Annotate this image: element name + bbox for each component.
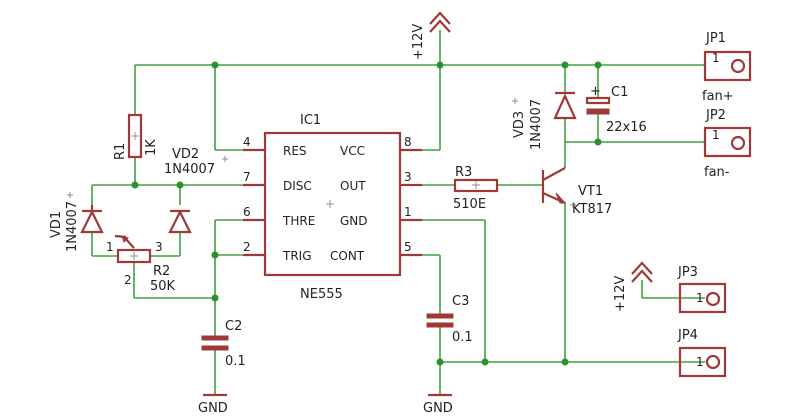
- vd3-value: 1N4007: [529, 99, 544, 150]
- ic1-cont-label: CONT: [330, 249, 365, 263]
- c1-value: 22x16: [606, 120, 647, 135]
- ground-left-label: GND: [198, 401, 228, 416]
- c3-name: C3: [452, 294, 469, 309]
- ic1-pin2-num: 2: [243, 240, 251, 254]
- ic1-pin3-num: 3: [404, 170, 412, 184]
- capacitor-c3: C3 0.1: [426, 294, 473, 345]
- capacitor-c2: C2 0.1: [201, 319, 246, 369]
- jp1-pin: 1: [712, 51, 720, 65]
- diode-vd1: VD1 1N4007: [49, 192, 104, 252]
- ground-left: GND: [198, 393, 228, 416]
- transistor-vt1: VT1 KT817: [541, 167, 612, 217]
- ic1-pin8-num: 8: [404, 135, 412, 149]
- ic1-res-label: RES: [283, 144, 307, 158]
- connector-jp4: JP4 1: [677, 328, 727, 378]
- r2-pin2: 2: [124, 273, 132, 287]
- potentiometer-r2: 1 3 2 R2 50K: [106, 234, 176, 294]
- ic1-trig-label: TRIG: [282, 249, 312, 263]
- diode-vd2: [168, 209, 192, 234]
- resistor-r3: R3 510E: [453, 165, 499, 212]
- supply-right: +12V: [613, 261, 653, 312]
- jp2-pin: 1: [712, 128, 720, 142]
- r2-name: R2: [153, 264, 170, 279]
- connector-jp1: JP1 1 fan+: [702, 31, 752, 104]
- c3-value: 0.1: [452, 330, 473, 345]
- resistor-r1: R1 1K: [113, 113, 159, 160]
- r1-value: 1K: [144, 139, 159, 156]
- vd3-name: VD3: [512, 111, 527, 138]
- junctions: [131, 61, 602, 366]
- jp3-pin: 1: [696, 291, 704, 305]
- ground-mid: GND: [423, 393, 453, 416]
- ground-mid-label: GND: [423, 401, 453, 416]
- ic1-pin5-num: 5: [404, 240, 412, 254]
- r3-value: 510E: [453, 197, 486, 212]
- vt1-value: KT817: [572, 202, 612, 217]
- vd1-name: VD1: [49, 211, 64, 238]
- jp2-name: JP2: [705, 108, 726, 123]
- capacitor-c1: + C1 22x16: [585, 84, 647, 135]
- ic1-thre-label: THRE: [282, 214, 315, 228]
- ic1-disc-label: DISC: [283, 179, 312, 193]
- ic1-type: NE555: [300, 287, 343, 302]
- r1-name: R1: [113, 143, 128, 160]
- ic1-pin6-num: 6: [243, 205, 251, 219]
- r3-name: R3: [455, 165, 472, 180]
- vd2-name: VD2: [172, 147, 199, 162]
- c1-plus: +: [590, 84, 601, 99]
- connector-jp2: JP2 1 fan-: [703, 108, 752, 180]
- connector-jp3: JP3 1: [677, 265, 727, 314]
- supply-right-label: +12V: [613, 276, 628, 312]
- ic1-name: IC1: [300, 113, 321, 128]
- jp4-pin: 1: [696, 355, 704, 369]
- jp3-name: JP3: [677, 265, 698, 280]
- supply-top-label: +12V: [411, 24, 426, 60]
- ic1-pin1-num: 1: [404, 205, 412, 219]
- jp1-name: JP1: [705, 31, 726, 46]
- ic1-vcc-label: VCC: [340, 144, 365, 158]
- vd2-value: 1N4007: [164, 162, 215, 177]
- r2-pin1: 1: [106, 240, 114, 254]
- c2-name: C2: [225, 319, 242, 334]
- c1-name: C1: [611, 85, 628, 100]
- r2-pin3: 3: [155, 240, 163, 254]
- jp2-label: fan-: [704, 165, 730, 180]
- ic1-pin4-num: 4: [243, 135, 251, 149]
- ic1-ne555: IC1 NE555 4 7 6 2 RES DISC THRE TRIG 8 3…: [243, 113, 422, 302]
- vd1-value: 1N4007: [65, 201, 80, 252]
- jp1-label: fan+: [702, 89, 734, 104]
- vt1-name: VT1: [578, 184, 603, 199]
- supply-top: +12V: [411, 11, 451, 60]
- diode-vd2-labels: VD2 1N4007: [164, 147, 228, 177]
- ic1-gnd-label: GND: [340, 214, 368, 228]
- diode-vd3: VD3 1N4007: [512, 91, 577, 150]
- ic1-out-label: OUT: [340, 179, 366, 193]
- jp4-name: JP4: [677, 328, 698, 343]
- r2-value: 50K: [150, 279, 176, 294]
- ic1-pin7-num: 7: [243, 170, 251, 184]
- c2-value: 0.1: [225, 354, 246, 369]
